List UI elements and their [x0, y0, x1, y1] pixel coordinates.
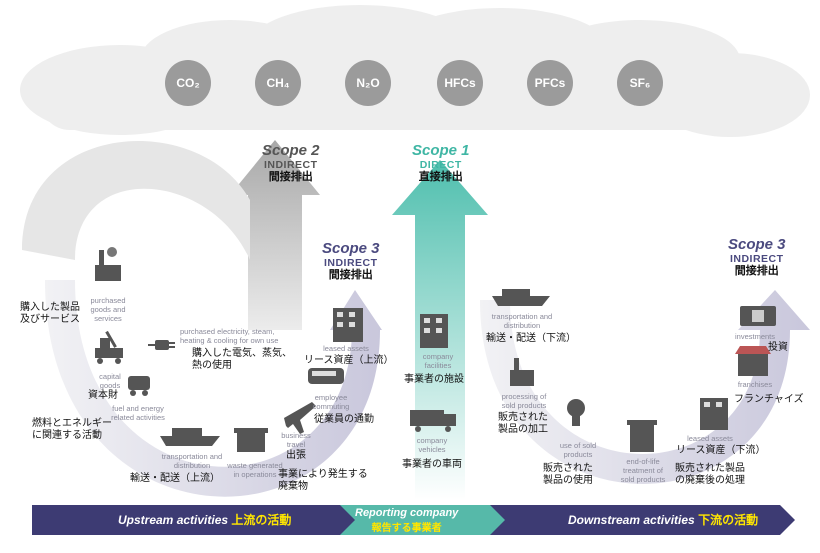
scope1-heading: Scope 1 DIRECT 直接排出 — [412, 142, 470, 184]
downstream-loop — [480, 290, 810, 484]
label-leased-up-jp: リース資産（上流） — [304, 355, 394, 366]
band-upstream-en: Upstream activities — [118, 513, 229, 527]
money-icon — [740, 306, 776, 326]
label-capital-goods-jp: 資本財 — [88, 390, 118, 401]
shop-icon — [735, 346, 771, 376]
building-icon-upstream — [333, 308, 363, 342]
ship-icon — [160, 428, 220, 446]
label-franchises-jp: フランチャイズ — [734, 394, 804, 405]
band-reporting-jp: 報告する事業者 — [371, 523, 442, 534]
building-icon-company — [420, 314, 448, 348]
factory-icon — [95, 247, 121, 281]
label-use-en: use of sold products — [559, 441, 597, 459]
label-transport-down-jp: 輸送・配送（下流） — [486, 333, 576, 344]
label-electricity-en: purchased electricity, steam, heating & … — [180, 327, 279, 345]
truck-icon — [410, 410, 456, 432]
label-commuting-jp: 従業員の通勤 — [314, 414, 374, 425]
ship-icon-downstream — [492, 289, 550, 306]
label-fuel-energy-jp: 燃料とエネルギー に関連する活動 — [32, 418, 112, 441]
scope2-jp: 間接排出 — [268, 171, 313, 184]
scope3-downstream-jp: 間接排出 — [734, 265, 779, 278]
scope3-upstream-title: Scope 3 — [322, 240, 380, 257]
label-investments-jp: 投資 — [768, 342, 788, 353]
gas-ch4-bubble: CH₄ — [255, 60, 301, 106]
recycle-bin-icon — [627, 420, 657, 452]
label-commuting-en: employee commuting — [312, 393, 350, 411]
dumpster-icon — [234, 428, 268, 452]
label-waste-jp: 事業により発生する 廃棄物 — [278, 469, 368, 492]
label-purchased-goods-en: purchased goods and services — [90, 296, 126, 323]
label-business-travel-jp: 出張 — [286, 450, 306, 461]
label-facilities-en: company facilities — [422, 352, 454, 370]
building-icon-downstream — [700, 398, 728, 430]
label-facilities-jp: 事業者の施設 — [404, 374, 464, 385]
band-reporting-label: Reporting company 報告する事業者 — [355, 507, 458, 534]
label-end-of-life-en: end-of-life treatment of sold products — [620, 457, 666, 484]
scope1-title: Scope 1 — [412, 142, 470, 159]
cloud-shape — [20, 5, 810, 137]
label-capital-goods-en: capital goods — [99, 372, 121, 390]
scope3-downstream-heading: Scope 3 INDIRECT 間接排出 — [728, 236, 786, 278]
band-downstream-en: Downstream activities — [568, 513, 695, 527]
label-processing-en: processing of sold products — [501, 392, 547, 410]
band-upstream-jp: 上流の活動 — [231, 513, 292, 527]
band-upstream-label: Upstream activities 上流の活動 — [118, 511, 291, 528]
label-electricity-jp: 購入した電気、蒸気、 熱の使用 — [192, 348, 292, 371]
scope3-upstream-heading: Scope 3 INDIRECT 間接排出 — [322, 240, 380, 282]
scope3-upstream-sub: INDIRECT — [323, 257, 378, 270]
scope3-upstream-jp: 間接排出 — [328, 269, 373, 282]
plug-icon — [148, 340, 175, 350]
label-processing-jp: 販売された 製品の加工 — [498, 412, 548, 435]
label-transport-down-en: transportation and distribution — [491, 312, 553, 330]
scope2-arrow — [230, 140, 320, 330]
airplane-icon — [284, 402, 316, 434]
label-use-jp: 販売された 製品の使用 — [543, 463, 593, 486]
label-end-of-life-jp: 販売された製品 の廃棄後の処理 — [675, 463, 745, 486]
scope3-downstream-title: Scope 3 — [728, 236, 786, 253]
band-reporting-en: Reporting company — [355, 507, 459, 519]
label-transport-up-en: transportation and distribution — [161, 452, 223, 470]
label-leased-down-jp: リース資産（下流） — [676, 445, 766, 456]
label-business-travel-en: business travel — [281, 431, 311, 449]
label-transport-up-jp: 輸送・配送（上流） — [130, 473, 220, 484]
factory-icon-downstream — [510, 358, 534, 386]
label-leased-down-en: leased assets — [687, 434, 733, 443]
lightbulb-icon — [567, 399, 585, 426]
scope2-heading: Scope 2 INDIRECT 間接排出 — [262, 142, 320, 184]
label-vehicles-jp: 事業者の車両 — [402, 459, 462, 470]
label-investments-en: investments — [734, 332, 776, 341]
excavator-icon — [95, 330, 123, 364]
label-franchises-en: franchises — [737, 380, 773, 389]
gas-hfcs-bubble: HFCs — [437, 60, 483, 106]
label-waste-en: waste generated in operations — [227, 461, 283, 479]
scope2-loop — [22, 140, 250, 260]
upstream-loop — [45, 280, 382, 497]
reporting-band — [340, 505, 505, 535]
scope2-title: Scope 2 — [262, 142, 320, 159]
train-icon — [308, 368, 344, 384]
scope3-downstream-sub: INDIRECT — [729, 253, 784, 266]
label-leased-up-en: leased assets — [323, 344, 369, 353]
gas-co2-bubble: CO₂ — [165, 60, 211, 106]
band-downstream-jp: 下流の活動 — [698, 513, 759, 527]
label-purchased-goods-jp: 購入した製品 及びサービス — [20, 302, 80, 325]
gas-pfcs-bubble: PFCs — [527, 60, 573, 106]
gas-n2o-bubble: N₂O — [345, 60, 391, 106]
band-downstream-label: Downstream activities 下流の活動 — [568, 511, 758, 528]
fuel-wagon-icon — [128, 376, 150, 396]
scope1-jp: 直接排出 — [418, 171, 463, 184]
scope1-sub: DIRECT — [419, 159, 462, 172]
label-vehicles-en: company vehicles — [416, 436, 448, 454]
gas-sf6-bubble: SF₆ — [617, 60, 663, 106]
label-fuel-energy-en: fuel and energy related activities — [111, 404, 165, 422]
scope2-sub: INDIRECT — [263, 159, 318, 172]
